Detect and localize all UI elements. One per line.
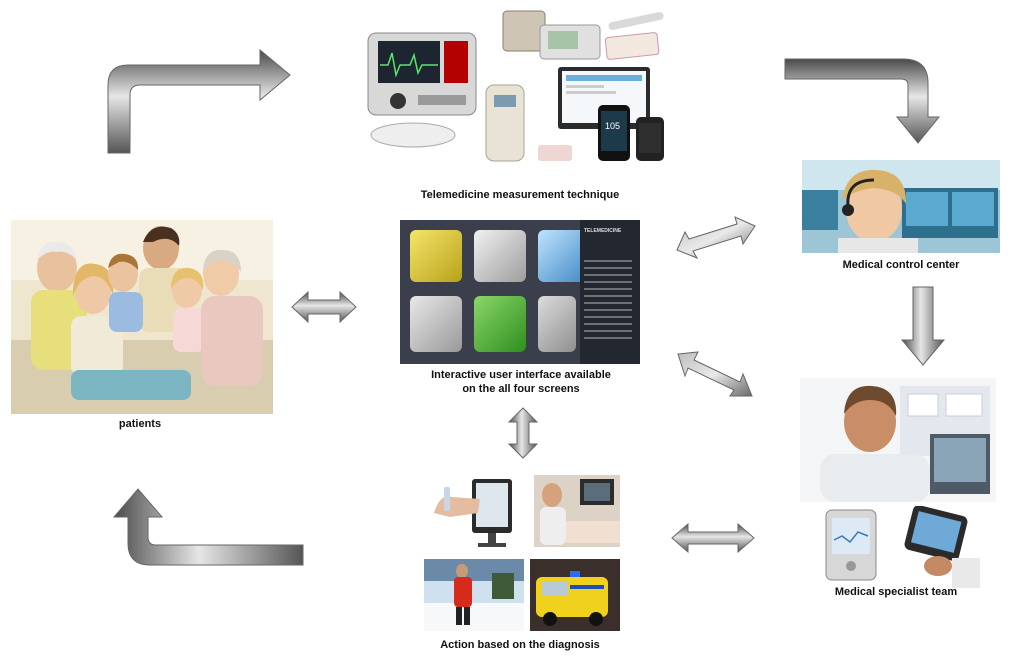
- node-label-interface-line1: Interactive user interface available: [431, 369, 611, 381]
- tile-documents-icon: [538, 296, 576, 352]
- node-label-action: Action based on the diagnosis: [440, 639, 600, 651]
- node-label-interface: Interactive user interface available on …: [390, 368, 652, 396]
- node-label-interface-line2: on the all four screens: [462, 383, 580, 395]
- dashboard-tiles-icon: TELEMEDICINE: [400, 220, 640, 364]
- tile-user-icon: [474, 230, 526, 282]
- family-photo-icon: [11, 220, 273, 414]
- node-label-specialist: Medical specialist team: [834, 586, 958, 598]
- flow-arrow-measurement-to-control: [783, 55, 943, 145]
- double-arrow-action-specialist: [670, 522, 756, 554]
- svg-text:105: 105: [605, 121, 620, 131]
- double-arrow-interface-control: [675, 216, 757, 260]
- tile-building-icon: [410, 296, 462, 352]
- flow-arrow-action-to-patients: [110, 487, 305, 567]
- tile-euro-icon: [410, 230, 462, 282]
- doctor-at-computer-icon: [800, 378, 996, 502]
- ui-panel-title: TELEMEDICINE: [584, 228, 622, 234]
- call-center-operator-icon: [802, 160, 1000, 253]
- double-arrow-patients-interface: [290, 290, 358, 324]
- node-label-patients: patients: [118, 418, 162, 430]
- flow-arrow-control-to-specialist: [900, 285, 946, 367]
- medical-devices-icon: 105: [358, 5, 670, 165]
- ui-panel-lines: [584, 260, 632, 340]
- tablet-device-icon: [820, 506, 980, 588]
- double-arrow-interface-specialist: [676, 350, 754, 400]
- double-arrow-interface-action: [507, 407, 539, 459]
- emergency-response-icon: [420, 473, 620, 633]
- node-label-control-center: Medical control center: [842, 259, 960, 271]
- flow-arrow-patients-to-measurement: [100, 45, 295, 155]
- tile-tools-icon: [474, 296, 526, 352]
- node-label-measurement: Telemedicine measurement technique: [420, 189, 620, 201]
